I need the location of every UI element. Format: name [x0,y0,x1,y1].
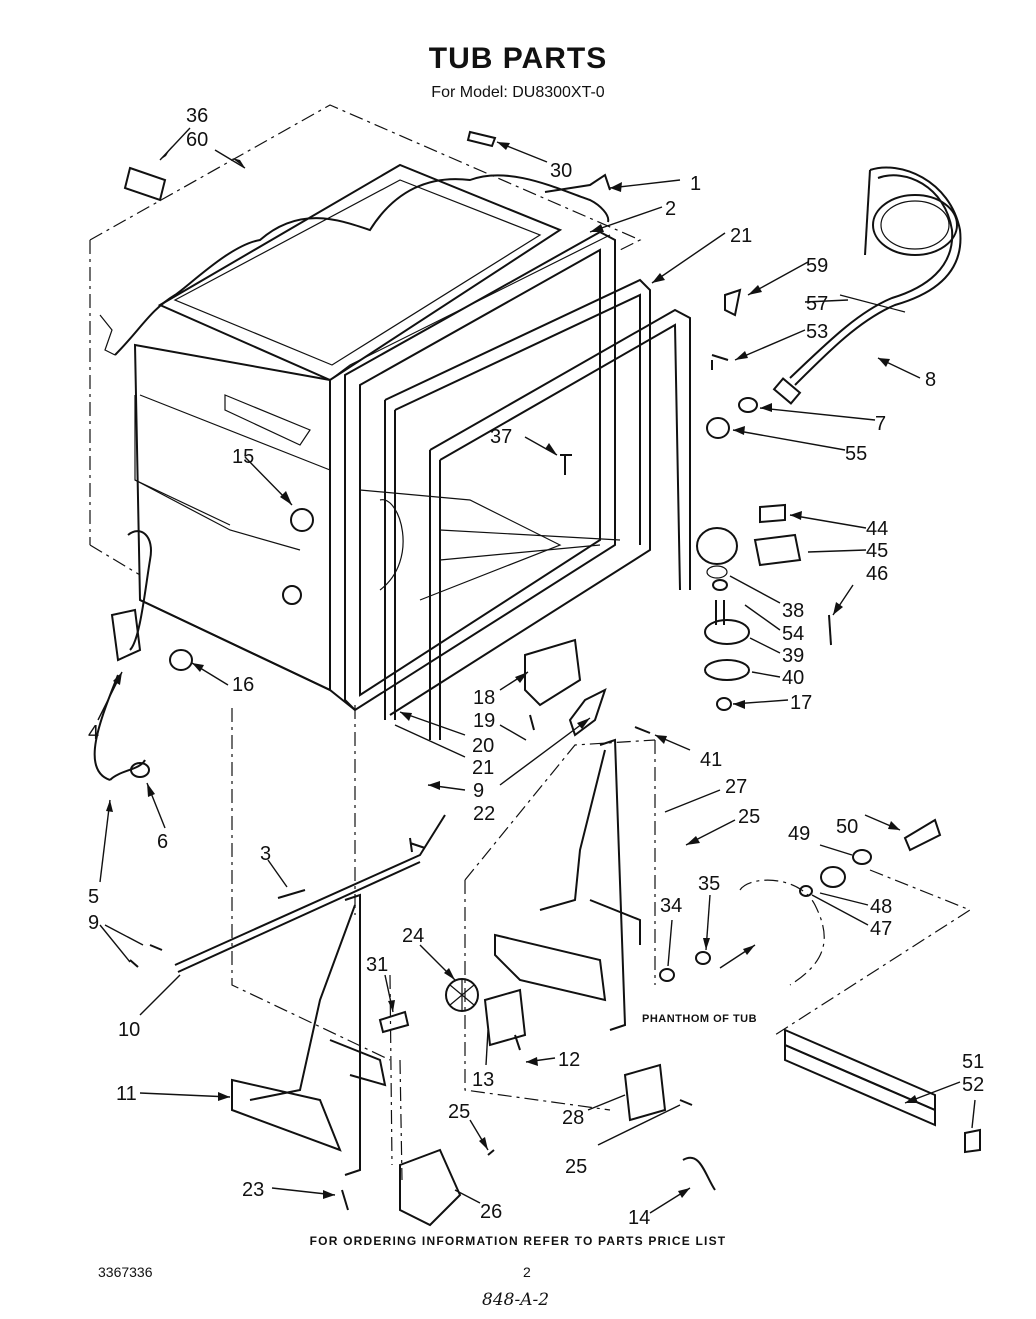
callout-12: 12 [558,1049,580,1071]
leader-lines [97,127,976,1214]
document-number: 3367336 [98,1264,153,1280]
callout-54: 54 [782,623,804,645]
reference-outlines [231,705,656,1181]
callout-51: 51 [962,1051,984,1073]
callout-24: 24 [402,925,424,947]
callout-55: 55 [845,443,867,465]
callout-50: 50 [836,816,858,838]
callout-9-center: 9 [473,780,484,802]
callout-46: 46 [866,563,888,585]
right-small-parts [560,288,832,711]
callout-38: 38 [782,600,804,622]
callout-31: 31 [366,954,388,976]
hinge-assemblies [231,738,716,1227]
center-parts [129,638,651,973]
callout-15: 15 [232,446,254,468]
callout-41: 41 [700,749,722,771]
callout-37: 37 [490,426,512,448]
callout-25-upper: 25 [738,806,760,828]
callout-49: 49 [788,823,810,845]
callout-7: 7 [875,413,886,435]
callout-22: 22 [473,803,495,825]
callout-10: 10 [118,1019,140,1041]
callout-21-top: 21 [730,225,752,247]
callout-18: 18 [473,687,495,709]
callout-14: 14 [628,1207,650,1229]
door-gasket [344,230,691,740]
callout-35: 35 [698,873,720,895]
tub-body [89,104,642,711]
callout-6: 6 [157,831,168,853]
callout-20: 20 [472,735,494,757]
callout-3: 3 [260,843,271,865]
callout-9-left: 9 [88,912,99,934]
callout-59: 59 [806,255,828,277]
callout-44: 44 [866,518,888,540]
callout-25-bottom: 25 [565,1156,587,1178]
callout-39: 39 [782,645,804,667]
model-line: For Model: DU8300XT-0 [431,84,605,101]
callout-34: 34 [660,895,682,917]
callout-52: 52 [962,1074,984,1096]
left-parts [93,130,611,781]
callout-40: 40 [782,667,804,689]
phantom-tub [659,818,981,1154]
callout-5: 5 [88,886,99,908]
callout-8: 8 [925,369,936,391]
callout-60: 60 [186,129,208,151]
callout-4: 4 [88,722,99,744]
callout-19: 19 [473,710,495,732]
callout-53: 53 [806,321,828,343]
callout-2: 2 [665,198,676,220]
ordering-note: FOR ORDERING INFORMATION REFER TO PARTS … [309,1234,727,1248]
callout-13: 13 [472,1069,494,1091]
callout-23: 23 [242,1179,264,1201]
callout-17: 17 [790,692,812,714]
callout-45: 45 [866,540,888,562]
callout-26: 26 [480,1201,502,1223]
callout-21-bottom: 21 [472,757,494,779]
phantom-of-tub-label: PHANTHOM OF TUB [642,1013,757,1025]
fill-hose [772,166,962,405]
callout-1: 1 [690,173,701,195]
callout-47: 47 [870,918,892,940]
callout-27: 27 [725,776,747,798]
callout-48: 48 [870,896,892,918]
page-number: 2 [523,1264,531,1280]
callout-25-lower: 25 [448,1101,470,1123]
page-title: TUB PARTS [428,42,608,75]
callout-16: 16 [232,674,254,696]
handwritten-note: 848-A-2 [482,1290,550,1310]
callout-28: 28 [562,1107,584,1129]
callout-30: 30 [550,160,572,182]
callout-36: 36 [186,105,208,127]
callout-11: 11 [116,1083,137,1105]
callout-numbers: 36 60 30 1 2 21 59 57 53 8 7 55 37 15 44… [88,105,984,1229]
callout-57: 57 [806,293,828,315]
